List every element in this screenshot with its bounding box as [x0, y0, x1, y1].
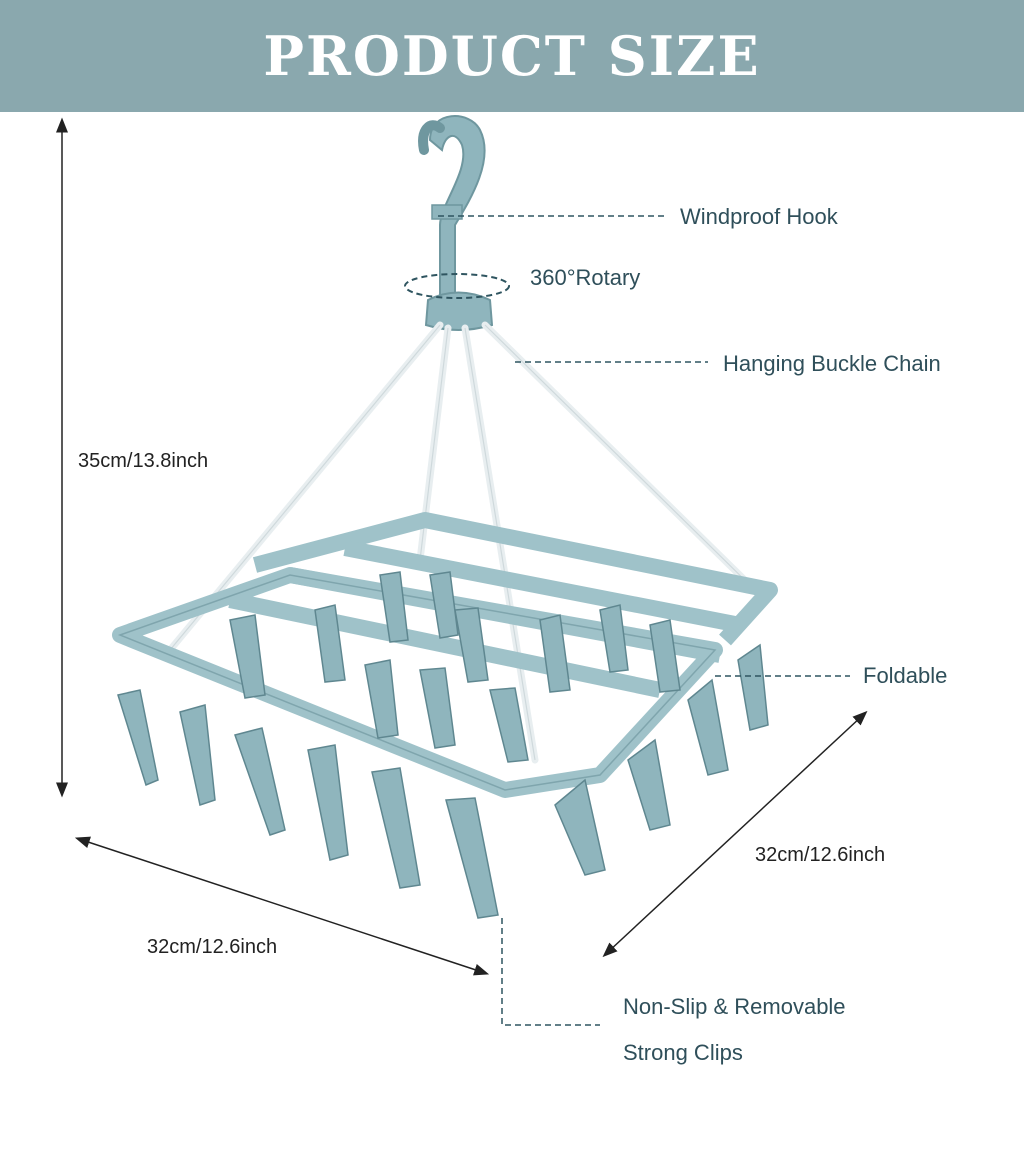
callout-clips-line1: Non-Slip & Removable — [623, 994, 846, 1019]
width-arrow — [74, 836, 490, 976]
callout-clips-line2: Strong Clips — [623, 1040, 743, 1065]
header-banner: PRODUCT SIZE — [0, 0, 1024, 112]
leader-lines — [438, 215, 850, 1026]
callout-hook: Windproof Hook — [680, 204, 838, 229]
callout-chain: Hanging Buckle Chain — [723, 351, 941, 376]
rotary-ring — [404, 273, 510, 299]
depth-arrow — [602, 710, 868, 958]
height-dimension: 35cm/13.8inch — [78, 450, 209, 472]
page-title: PRODUCT SIZE — [263, 24, 761, 88]
callout-rotary: 360°Rotary — [530, 265, 641, 290]
width-dimension: 32cm/12.6inch — [147, 936, 278, 958]
hook-icon — [418, 115, 494, 331]
callout-foldable: Foldable — [863, 663, 948, 688]
clips — [117, 571, 769, 919]
depth-dimension: 32cm/12.6inch — [755, 844, 886, 866]
